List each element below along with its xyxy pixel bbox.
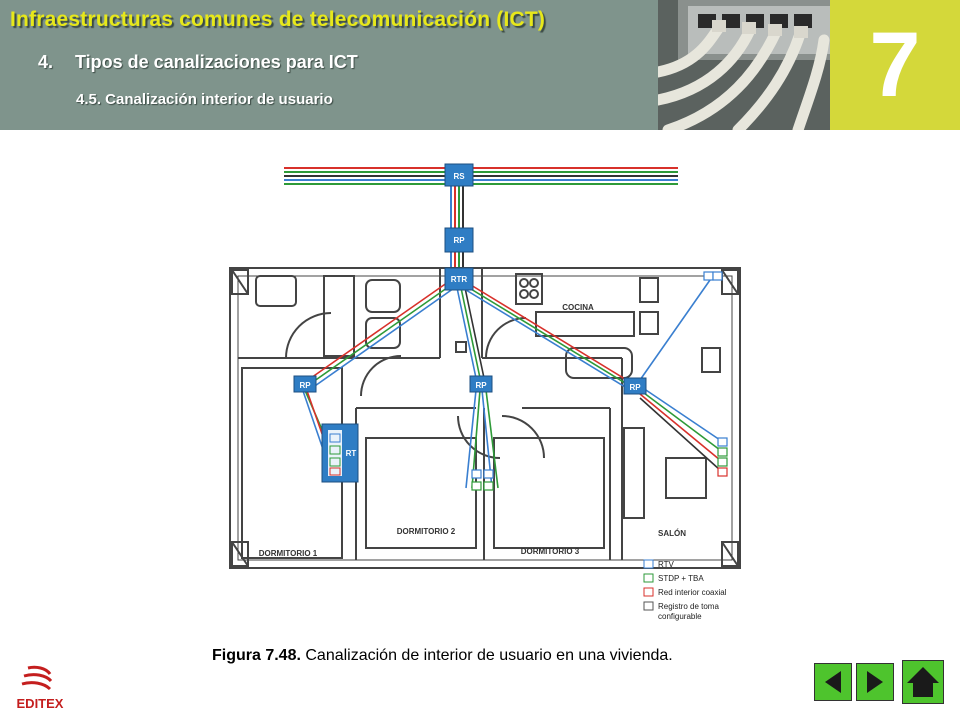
rs-label: RS <box>453 172 465 181</box>
editex-logo-mark: EDITEX <box>17 665 64 711</box>
rp-label-center: RP <box>475 381 487 390</box>
header-photo <box>658 0 830 130</box>
legend-label-rtv: RTV <box>658 560 675 569</box>
header-banner <box>0 0 658 130</box>
legend-swatch-registro <box>643 601 654 611</box>
figure-caption: Figura 7.48. Canalización de interior de… <box>212 647 673 665</box>
subsection-heading: 4.5. Canalización interior de usuario <box>76 91 333 108</box>
editex-logo: EDITEX <box>6 664 76 712</box>
legend-label-registro-2: configurable <box>658 612 702 621</box>
walls <box>229 267 741 569</box>
cable-routes <box>301 279 721 489</box>
network-cables-photo <box>658 0 830 130</box>
previous-button[interactable] <box>814 663 852 701</box>
header: Infraestructuras comunes de telecomunica… <box>0 0 960 130</box>
home-button[interactable] <box>902 660 944 704</box>
room-label-salon: SALÓN <box>658 529 686 538</box>
next-button[interactable] <box>856 663 894 701</box>
rp-label-right: RP <box>629 383 641 392</box>
arrow-left-icon <box>825 671 841 693</box>
rp-box-right: RP <box>623 377 647 395</box>
rp-box-left: RP <box>293 375 317 393</box>
rtr-label: RTR <box>451 275 468 284</box>
chapter-number: 7 <box>830 0 960 130</box>
section-title: Tipos de canalizaciones para ICT <box>75 52 358 72</box>
outlets <box>471 271 728 491</box>
logo-text: EDITEX <box>17 696 64 711</box>
legend-label-registro: Registro de toma <box>658 602 719 611</box>
rs-box: RS <box>444 163 474 187</box>
section-number: 4. <box>38 52 54 72</box>
room-label-cocina: COCINA <box>562 303 594 312</box>
rtr-box: RTR <box>444 267 474 291</box>
room-label-dormitorio3: DORMITORIO 3 <box>521 547 580 556</box>
legend-label-coaxial: Red interior coaxial <box>658 588 727 597</box>
feed-lines <box>284 167 678 185</box>
rt-label: RT <box>346 449 357 458</box>
figure-text: Canalización de interior de usuario en u… <box>300 647 673 664</box>
room-label-dormitorio2: DORMITORIO 2 <box>397 527 456 536</box>
section-heading: 4. Tipos de canalizaciones para ICT <box>38 52 358 73</box>
legend-swatch-coaxial <box>643 587 654 597</box>
arrow-right-icon <box>867 671 883 693</box>
riser-lines <box>450 178 464 276</box>
floor-plan-diagram: RS RP RTR RP RP RP RT <box>226 158 744 628</box>
rp-box-center: RP <box>469 375 493 393</box>
rp-box-riser: RP <box>444 227 474 253</box>
home-icon <box>907 667 939 697</box>
rp-label-riser: RP <box>453 236 465 245</box>
figure-label: Figura 7.48. <box>212 647 301 664</box>
rp-label-left: RP <box>299 381 311 390</box>
rt-box: RT <box>321 423 359 483</box>
legend: RTV STDP + TBA Red interior coaxial Regi… <box>643 559 727 621</box>
room-label-dormitorio1: DORMITORIO 1 <box>259 549 318 558</box>
page-title: Infraestructuras comunes de telecomunica… <box>10 8 546 31</box>
legend-swatch-stdp <box>643 573 654 583</box>
legend-label-stdp: STDP + TBA <box>658 574 704 583</box>
legend-swatch-rtv <box>643 559 654 569</box>
floor-plan-svg: RS RP RTR RP RP RP RT <box>229 163 741 621</box>
